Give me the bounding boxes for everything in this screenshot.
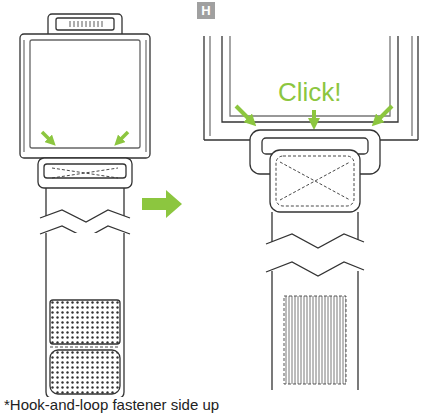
- click-label: Click!: [278, 78, 342, 107]
- phone-holder: [20, 14, 150, 158]
- click-arrow: [236, 106, 392, 124]
- step-letter: H: [197, 2, 215, 19]
- next-arrow: [142, 190, 182, 218]
- strap: [38, 158, 132, 398]
- push-arrow: [42, 132, 128, 142]
- strap-zoom: [250, 130, 380, 390]
- phone-holder-zoom: [204, 36, 418, 140]
- note-text: *Hook-and-loop fastener side up: [4, 397, 219, 414]
